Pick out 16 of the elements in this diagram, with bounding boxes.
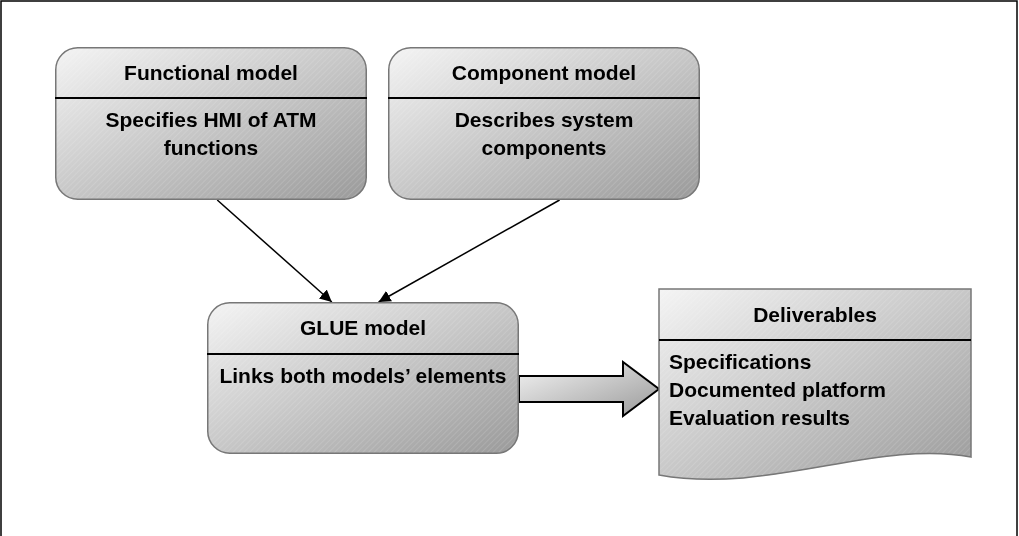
arrow xyxy=(216,199,333,303)
node-title: Deliverables xyxy=(752,301,878,328)
list-item: Specifications xyxy=(668,349,813,375)
node-description: Describes system components xyxy=(453,107,635,161)
node-title: GLUE model xyxy=(299,315,427,341)
node-title: Functional model xyxy=(123,59,299,86)
list-item: Documented platform xyxy=(668,377,887,403)
arrow xyxy=(377,199,561,303)
process-box xyxy=(55,47,367,200)
node-description: Specifies HMI of ATM functions xyxy=(104,107,318,161)
list-item: Evaluation results xyxy=(668,405,851,431)
block-arrow xyxy=(518,360,661,418)
process-box xyxy=(207,302,519,454)
process-box xyxy=(388,47,700,200)
node-title: Component model xyxy=(450,59,638,86)
node-description: Links both models’ elements xyxy=(218,363,508,389)
